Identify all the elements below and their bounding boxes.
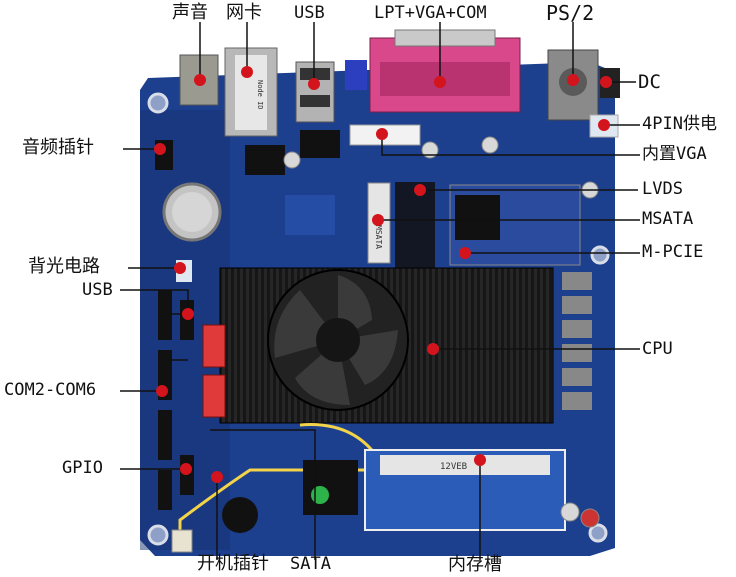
green-cap	[311, 486, 329, 504]
chip-a	[245, 145, 285, 175]
sata-port-1	[202, 324, 226, 368]
label-power-pins: 开机插针	[197, 553, 269, 574]
label-gpio: GPIO	[62, 458, 103, 478]
buzzer	[222, 497, 258, 533]
label-usb-top: USB	[294, 3, 325, 23]
node-id-text: Node ID	[256, 80, 264, 110]
com-headers	[158, 290, 172, 510]
chip-c	[285, 195, 335, 235]
capacitor-e	[560, 502, 580, 522]
label-ps2: PS/2	[546, 1, 595, 25]
label-audio-out: 声音	[172, 2, 208, 23]
usb-header-left	[180, 300, 194, 340]
chip-b	[300, 130, 340, 158]
gpio-header	[180, 455, 194, 495]
capacitor-a	[283, 151, 301, 169]
label-backlight: 背光电路	[28, 256, 100, 277]
label-internal-vga: 内置VGA	[642, 144, 707, 164]
label-cpu: CPU	[642, 339, 673, 359]
capacitor-c	[481, 136, 499, 154]
label-dc: DC	[638, 71, 661, 93]
label-msata: MSATA	[642, 209, 694, 229]
label-network: 网卡	[226, 2, 262, 23]
sata-port-2	[202, 374, 226, 418]
power-pin-connector	[171, 529, 193, 553]
mounting-holes	[147, 92, 610, 546]
label-com2-com6: COM2-COM6	[4, 380, 97, 400]
marker-dots	[154, 66, 612, 483]
label-lpt-vga-com: LPT+VGA+COM	[374, 3, 487, 23]
label-usb-left: USB	[82, 280, 113, 300]
ram-slot-text: 12VEB	[440, 462, 467, 472]
label-4pin-power: 4PIN供电	[642, 114, 717, 134]
label-lvds: LVDS	[642, 179, 683, 199]
vga-connector	[345, 60, 367, 90]
label-mpcie: M-PCIE	[642, 242, 704, 262]
capacitor-f	[580, 508, 600, 528]
southbridge	[303, 460, 358, 515]
leader-lines	[120, 22, 640, 560]
lvds-connector	[395, 182, 435, 272]
label-sata: SATA	[290, 554, 331, 574]
msata-slot-text: MSATA	[374, 225, 383, 249]
label-audio-pins: 音频插针	[22, 137, 94, 158]
label-memory-slot: 内存槽	[448, 554, 502, 575]
capacitor-b	[421, 141, 439, 159]
node-id-sticker	[235, 55, 267, 130]
